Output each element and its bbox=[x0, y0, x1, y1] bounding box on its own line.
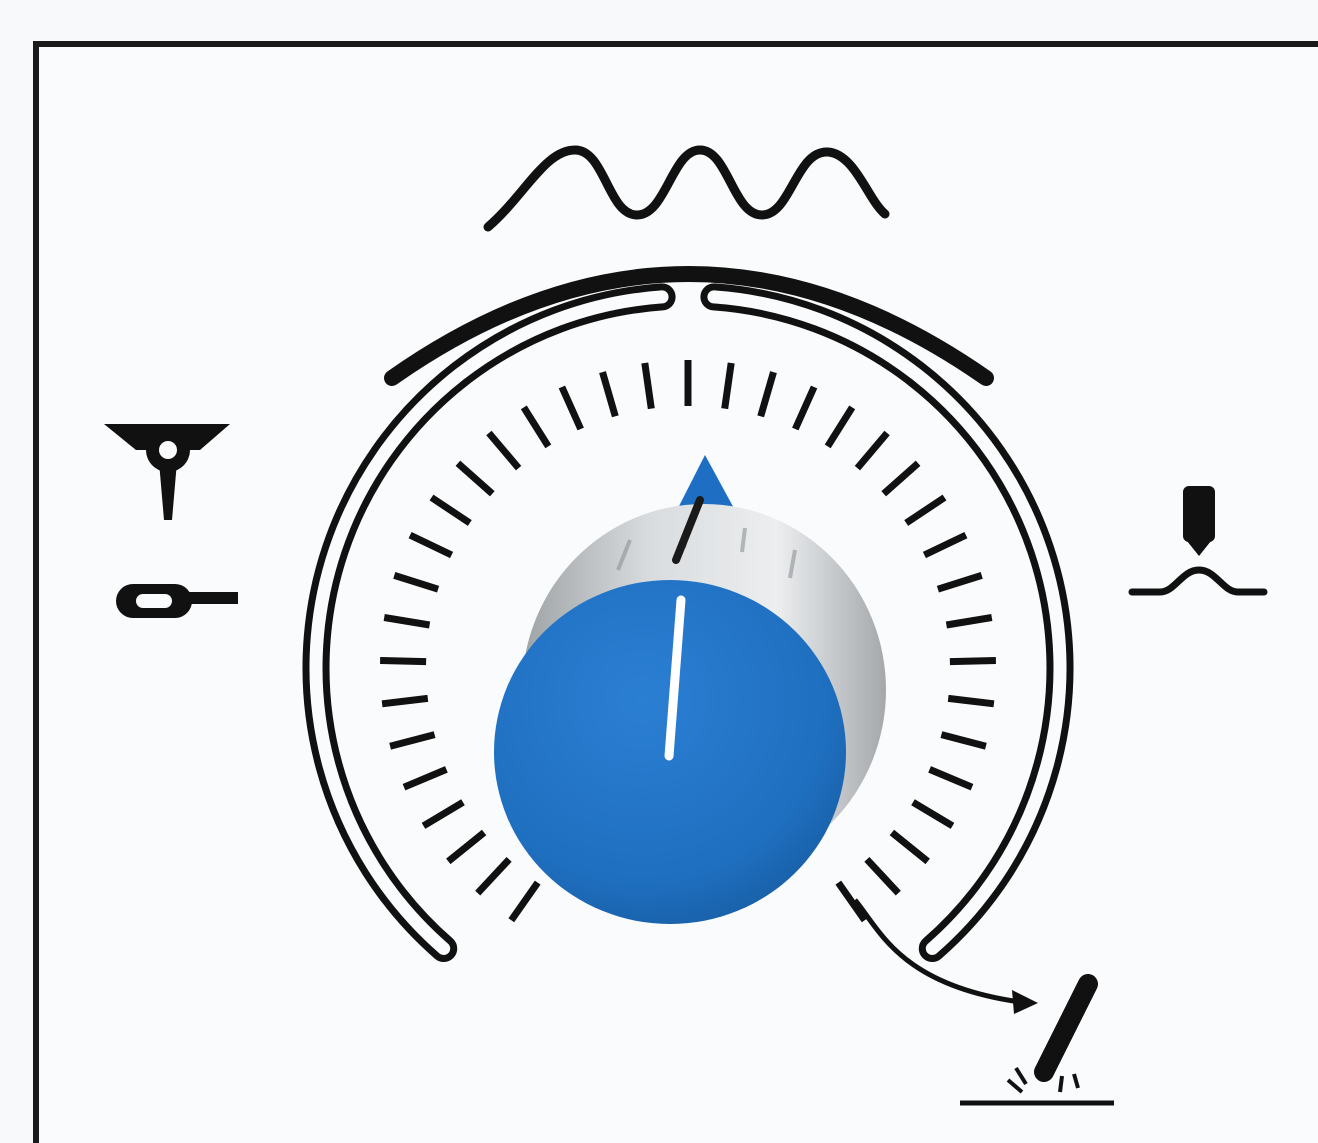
scale-tick bbox=[950, 661, 996, 662]
scale-tick bbox=[380, 661, 426, 662]
